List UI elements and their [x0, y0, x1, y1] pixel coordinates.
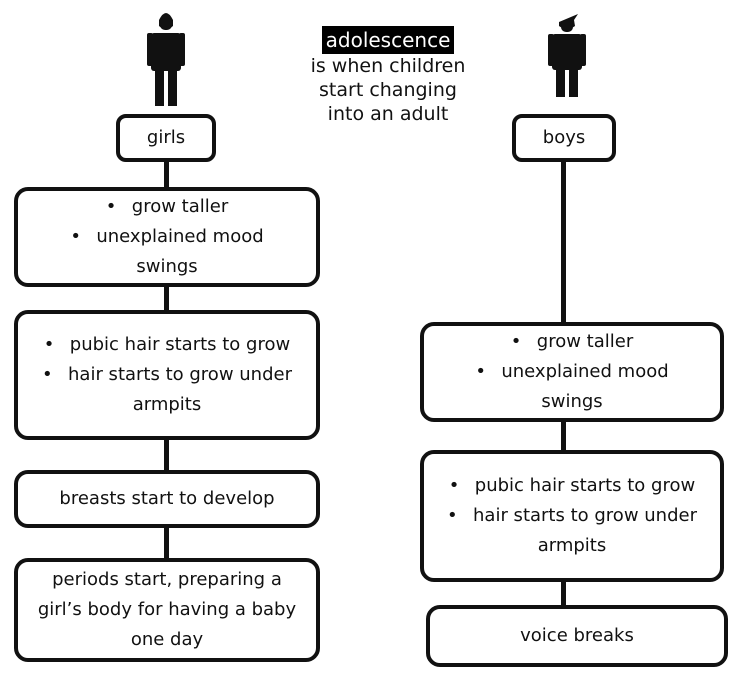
list-item: unexplained mood swings: [447, 357, 697, 417]
girls-box-2-list: pubic hair starts to grow hair starts to…: [37, 330, 297, 420]
boys-label: boys: [542, 127, 586, 148]
list-item: grow taller: [447, 327, 697, 357]
girls-box-2: pubic hair starts to grow hair starts to…: [14, 310, 320, 440]
girls-box-3-text: breasts start to develop: [59, 488, 275, 509]
list-item: pubic hair starts to grow: [442, 471, 702, 501]
list-item: unexplained mood swings: [42, 222, 292, 282]
girls-box-1: grow taller unexplained mood swings: [14, 187, 320, 287]
boys-box-3: voice breaks: [426, 605, 728, 667]
definition-line-1: is when children: [310, 55, 466, 77]
girls-box-4-text: periods start, preparing a girl’s body f…: [37, 569, 297, 650]
boys-box-2: pubic hair starts to grow hair starts to…: [420, 450, 724, 582]
girls-label-box: girls: [116, 114, 216, 162]
boys-box-3-text: voice breaks: [520, 625, 634, 646]
definition-line-3: into an adult: [327, 103, 449, 125]
list-item: hair starts to grow under armpits: [37, 360, 297, 420]
boys-box-1: grow taller unexplained mood swings: [420, 322, 724, 422]
list-item: pubic hair starts to grow: [37, 330, 297, 360]
girls-box-1-list: grow taller unexplained mood swings: [42, 192, 292, 282]
boys-label-box: boys: [512, 114, 616, 162]
definition-block: adolescence is when children start chang…: [288, 26, 488, 126]
list-item: hair starts to grow under armpits: [442, 501, 702, 561]
girl-person-icon: [147, 13, 185, 106]
list-item: grow taller: [42, 192, 292, 222]
girls-label: girls: [146, 127, 186, 148]
definition-line-2: start changing: [319, 79, 457, 101]
boys-box-1-list: grow taller unexplained mood swings: [447, 327, 697, 417]
girls-box-4: periods start, preparing a girl’s body f…: [14, 558, 320, 662]
girls-box-3: breasts start to develop: [14, 470, 320, 528]
boy-person-icon: [548, 14, 586, 97]
boys-box-2-list: pubic hair starts to grow hair starts to…: [442, 471, 702, 561]
highlighted-term: adolescence: [321, 26, 455, 54]
